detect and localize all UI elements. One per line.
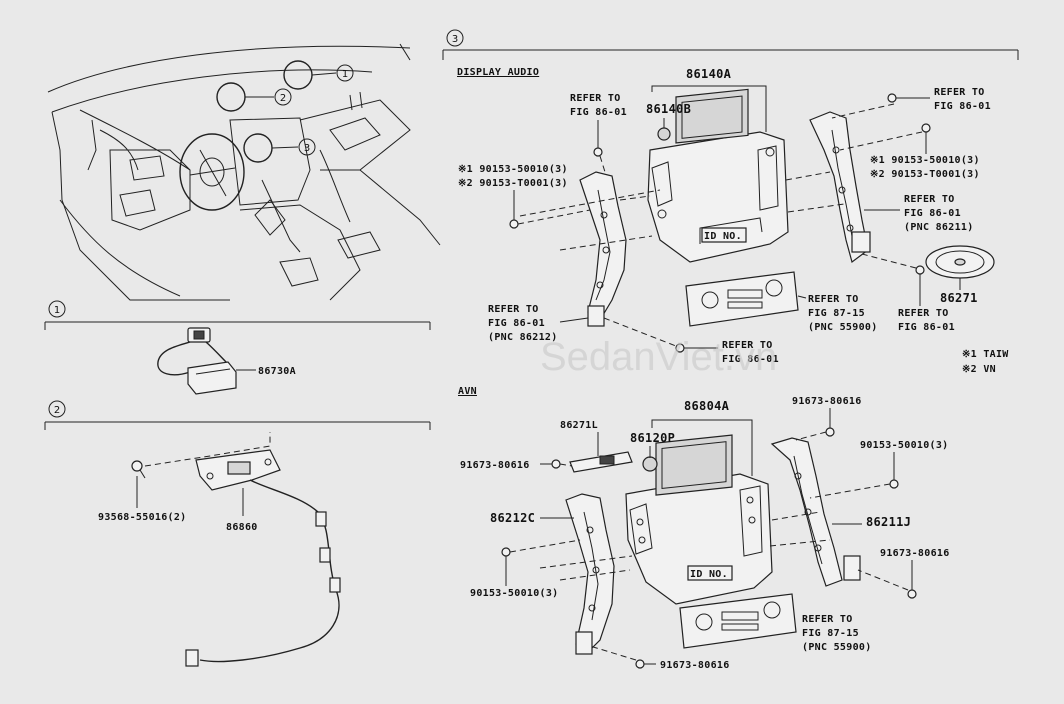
bolt-90153-a: 90153-50010(3) (860, 440, 949, 451)
display-audio-id-no: ID NO. (704, 231, 742, 242)
refer-f-line2: FIG 86-01 (722, 354, 779, 365)
legend-taiw: ※1 TAIW (962, 349, 1009, 360)
display-audio-assembly: ID NO. 86140A 86140B RE (458, 67, 1009, 375)
avn-refer-line1: REFER TO (802, 614, 853, 625)
watermark: SedanViet.vn (540, 335, 777, 379)
refer-a-line1: REFER TO (570, 93, 621, 104)
part-86860: 86860 (226, 522, 258, 533)
avn-id-no: ID NO. (690, 569, 728, 580)
section-2-antenna-cord: 2 93568-55016(2) 86860 (44, 400, 431, 667)
avn-refer-line2: FIG 87-15 (802, 628, 859, 639)
refer-a-line2: FIG 86-01 (570, 107, 627, 118)
section-1-ac-sensor: 1 86730A (44, 300, 431, 395)
bolt-left-2: ※2 90153-T0001(3) (458, 178, 568, 189)
part-93568-55016: 93568-55016(2) (98, 512, 187, 523)
section-2-number: 2 (54, 405, 60, 416)
refer-c-line2: FIG 86-01 (904, 208, 961, 219)
avn-assembly: AVN ID NO. (458, 386, 950, 671)
part-86271L: 86271L (560, 420, 598, 431)
refer-g-line1: REFER TO (898, 308, 949, 319)
part-86804A: 86804A (684, 399, 730, 413)
part-86140B: 86140B (646, 102, 691, 116)
refer-e-line3: (PNC 55900) (808, 322, 878, 333)
avn-title: AVN (458, 386, 477, 397)
bolt-90153-b: 90153-50010(3) (470, 588, 559, 599)
part-86120P: 86120P (630, 431, 675, 445)
refer-e-line1: REFER TO (808, 294, 859, 305)
part-86212C: 86212C (490, 511, 535, 525)
refer-g-line2: FIG 86-01 (898, 322, 955, 333)
dashboard-illustration: 1 2 3 (47, 43, 441, 301)
bolt-91673-b: 91673-80616 (792, 396, 862, 407)
section-3-number: 3 (452, 34, 458, 45)
bolt-right-1: ※1 90153-50010(3) (870, 155, 980, 166)
avn-refer-line3: (PNC 55900) (802, 642, 872, 653)
section-1-number: 1 (54, 305, 60, 316)
refer-d-line2: FIG 86-01 (488, 318, 545, 329)
refer-d-line3: (PNC 86212) (488, 332, 558, 343)
refer-b-line1: REFER TO (934, 87, 985, 98)
part-86211J: 86211J (866, 515, 911, 529)
bolt-91673-d: 91673-80616 (660, 660, 730, 671)
bolt-left-1: ※1 90153-50010(3) (458, 164, 568, 175)
refer-e-line2: FIG 87-15 (808, 308, 865, 319)
refer-d-line1: REFER TO (488, 304, 539, 315)
callout-3-label: 3 (304, 143, 310, 154)
callout-2-label: 2 (280, 93, 286, 104)
part-86140A: 86140A (686, 67, 732, 81)
bolt-right-2: ※2 90153-T0001(3) (870, 169, 980, 180)
section-3-header: 3 DISPLAY AUDIO (442, 29, 1019, 78)
refer-f-line1: REFER TO (722, 340, 773, 351)
bolt-91673-c: 91673-80616 (880, 548, 950, 559)
refer-c-line3: (PNC 86211) (904, 222, 974, 233)
refer-b-line2: FIG 86-01 (934, 101, 991, 112)
part-86271: 86271 (940, 291, 978, 305)
callout-1-label: 1 (342, 69, 348, 80)
legend-vn: ※2 VN (962, 364, 996, 375)
display-audio-title: DISPLAY AUDIO (457, 67, 539, 78)
refer-c-line1: REFER TO (904, 194, 955, 205)
part-86730A: 86730A (258, 366, 296, 377)
bolt-91673-a: 91673-80616 (460, 460, 530, 471)
